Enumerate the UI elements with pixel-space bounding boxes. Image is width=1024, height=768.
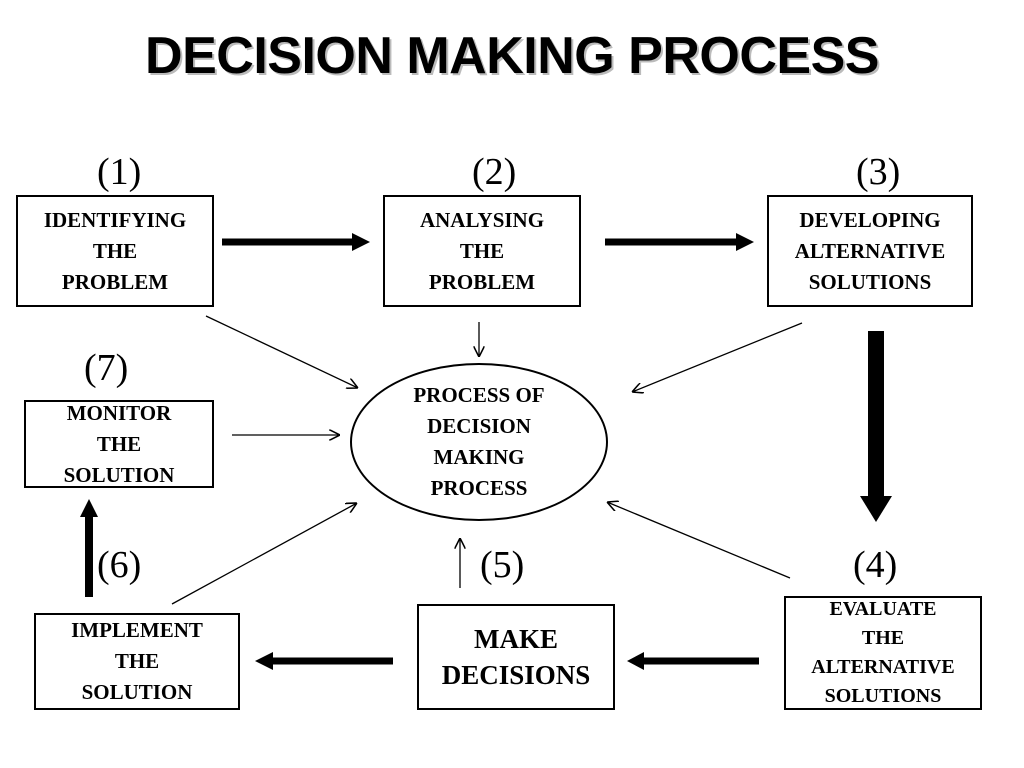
step-6-implement-solution-box: IMPLEMENT THE SOLUTION [34, 613, 240, 710]
center-decision-process-ellipse: PROCESS OF DECISION MAKING PROCESS [350, 363, 608, 521]
step-4-evaluate-alternatives-box: EVALUATE THE ALTERNATIVE SOLUTIONS [784, 596, 982, 710]
flow-arrow-2-3 [605, 233, 754, 251]
step-1-identify-problem-box: IDENTIFYING THE PROBLEM [16, 195, 214, 307]
flow-arrow-4-5 [627, 652, 759, 670]
flow-arrow-1-2 [222, 233, 370, 251]
step-6-number: (6) [97, 544, 142, 586]
step-2-number: (2) [472, 151, 517, 193]
step-7-number: (7) [84, 347, 129, 389]
step-1-number: (1) [97, 151, 142, 193]
flow-arrow-6-7 [80, 499, 98, 597]
thin-arrow-from-6 [171, 503, 357, 605]
thin-arrow-from-1 [205, 315, 358, 388]
page-title: DECISION MAKING PROCESS [145, 27, 879, 85]
step-2-analyse-problem-box: ANALYSING THE PROBLEM [383, 195, 581, 307]
step-5-number: (5) [480, 544, 525, 586]
thin-arrow-from-4 [607, 502, 791, 579]
flow-arrow-3-4 [860, 331, 892, 522]
step-4-number: (4) [853, 544, 898, 586]
flow-arrow-5-6 [255, 652, 393, 670]
thin-arrow-from-3 [632, 322, 803, 392]
step-7-monitor-solution-box: MONITOR THE SOLUTION [24, 400, 214, 488]
step-3-number: (3) [856, 151, 901, 193]
step-3-develop-alternatives-box: DEVELOPING ALTERNATIVE SOLUTIONS [767, 195, 973, 307]
step-5-make-decisions-box: MAKE DECISIONS [417, 604, 615, 710]
